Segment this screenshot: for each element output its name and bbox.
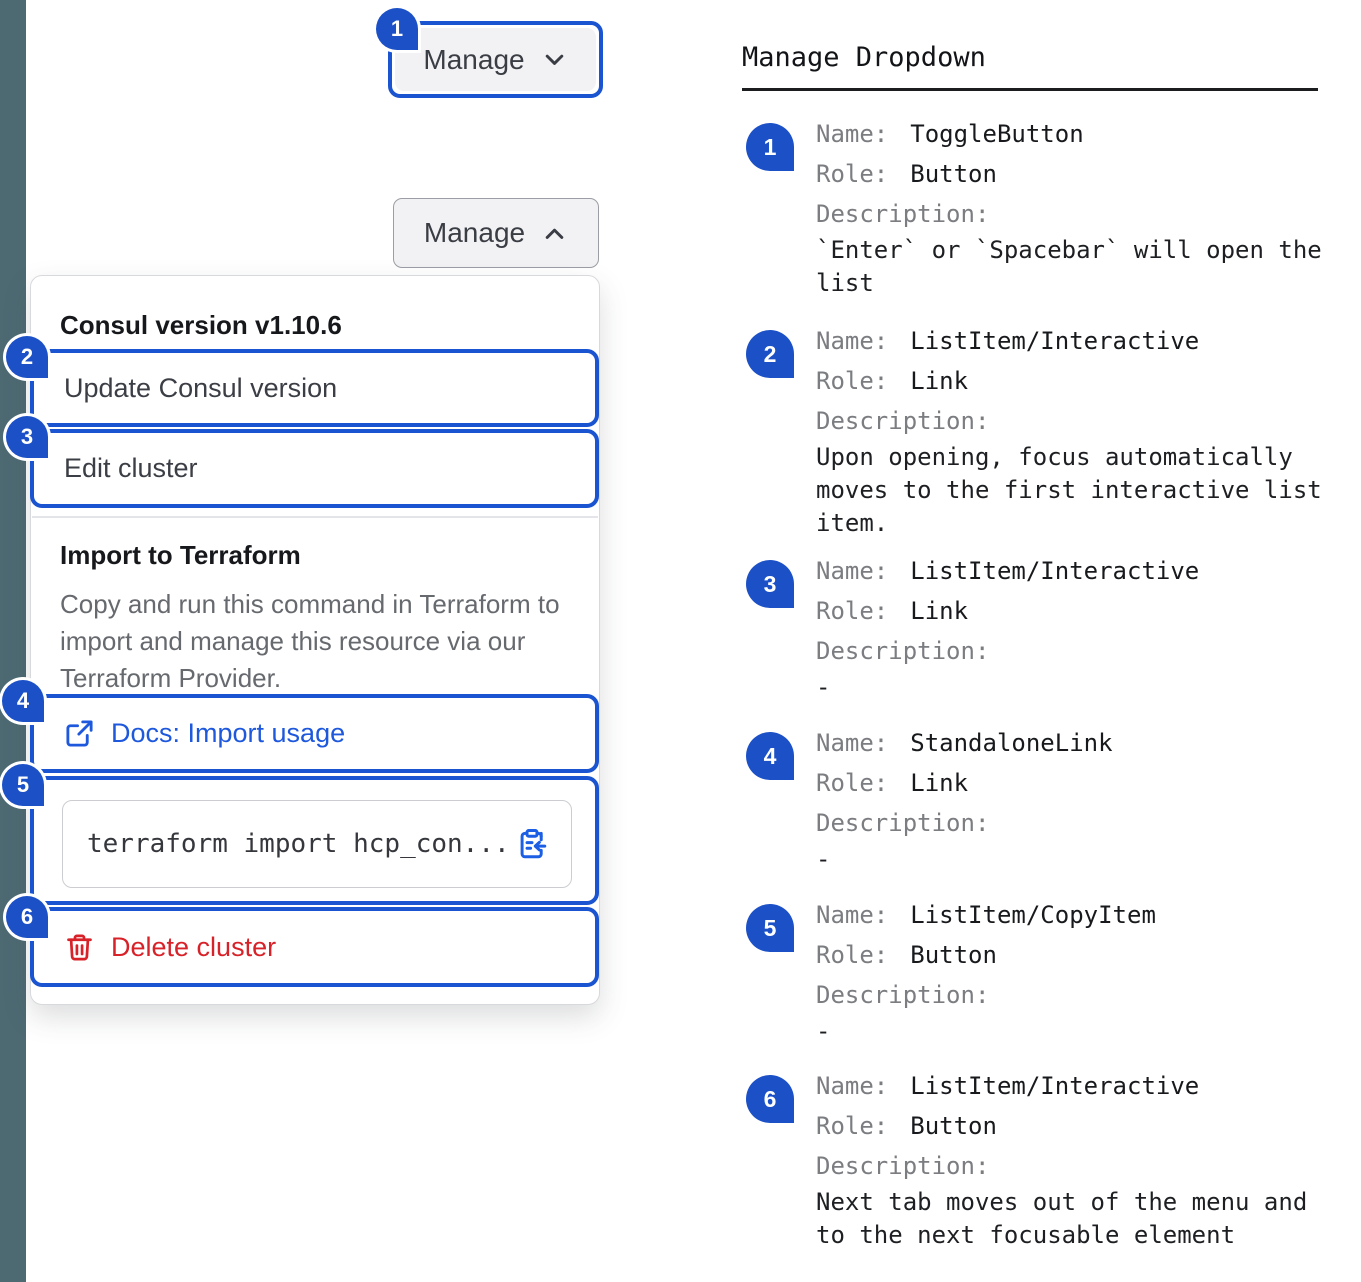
legend-entry: Name: ListItem/Interactive Role: Link Desc… [816,321,1338,540]
menu-item-docs-import-usage[interactable]: Docs: Import usage [34,718,345,749]
role-label: Role: [816,769,889,797]
name-value: StandaloneLink [910,729,1113,757]
role-label: Role: [816,597,889,625]
name-value: ToggleButton [910,120,1084,148]
legend-entry: Name: ToggleButton Role: Button Descriptio… [816,114,1338,300]
callout-badge-3: 3 [6,416,48,458]
callout-badge-1: 1 [376,8,418,50]
callout-badge-2: 2 [6,336,48,378]
role-value: Button [910,1112,997,1140]
callout-badge-4: 4 [2,680,44,722]
name-label: Name: [816,120,889,148]
name-value: ListItem/CopyItem [910,901,1156,929]
legend-badge-2: 2 [746,330,794,378]
menu-divider [32,516,598,518]
manage-toggle-button-expanded[interactable]: Manage [393,198,599,268]
import-section-description: Copy and run this command in Terraform t… [60,589,560,693]
legend-entry: Name: ListItem/Interactive Role: Link Desc… [816,551,1338,704]
legend-badge-6: 6 [746,1075,794,1123]
callout-badge-6: 6 [6,896,48,938]
name-value: ListItem/Interactive [910,327,1200,355]
role-value: Link [910,367,969,395]
clipboard-copy-icon[interactable] [515,827,549,861]
description-value: - [816,673,831,701]
annotation-outline-5: terraform import hcp_con... [30,776,599,905]
legend-entry: Name: ListItem/CopyItem Role: Button Descr… [816,895,1338,1048]
legend-entry: Name: StandaloneLink Role: Link Descriptio… [816,723,1338,876]
legend-badge-5: 5 [746,904,794,952]
chevron-down-icon [541,46,568,73]
terraform-command-text: terraform import hcp_con... [87,829,510,859]
description-value: `Enter` or `Spacebar` will open the list [816,236,1322,297]
description-label: Description: [816,637,990,665]
description-label: Description: [816,1152,990,1180]
role-value: Button [910,941,997,969]
manage-toggle-button[interactable]: Manage [395,28,596,91]
manage-toggle-label: Manage [423,217,526,248]
role-label: Role: [816,160,889,188]
role-label: Role: [816,1112,889,1140]
legend-title: Manage Dropdown [742,42,986,73]
consul-version-header: Consul version v1.10.6 [60,310,342,340]
legend-title-rule [742,88,1318,91]
name-label: Name: [816,1072,889,1100]
legend-entry: Name: ListItem/Interactive Role: Button De… [816,1066,1338,1252]
name-value: ListItem/Interactive [910,557,1200,585]
legend-badge-1: 1 [746,123,794,171]
description-value: Next tab moves out of the menu and to th… [816,1188,1308,1249]
left-edge-strip [0,0,26,1282]
role-value: Link [910,597,969,625]
legend-badge-4: 4 [746,732,794,780]
description-value: - [816,845,831,873]
description-value: Upon opening, focus automatically moves … [816,443,1322,537]
role-value: Button [910,160,997,188]
role-value: Link [910,769,969,797]
name-label: Name: [816,327,889,355]
terraform-copy-snippet[interactable]: terraform import hcp_con... [62,800,572,888]
description-label: Description: [816,407,990,435]
callout-badge-5: 5 [2,764,44,806]
docs-link-label: Docs: Import usage [111,718,346,748]
annotation-outline-2: Update Consul version [30,349,599,427]
menu-item-delete-cluster[interactable]: Delete cluster [34,932,276,963]
description-label: Description: [816,200,990,228]
delete-cluster-label: Delete cluster [111,931,277,962]
import-section-title: Import to Terraform [60,540,301,570]
trash-icon [64,932,95,963]
description-label: Description: [816,809,990,837]
role-label: Role: [816,367,889,395]
name-label: Name: [816,901,889,929]
menu-item-edit-cluster[interactable]: Edit cluster [64,453,198,483]
manage-toggle-label: Manage [423,43,525,75]
annotation-outline-3: Edit cluster [30,429,599,508]
legend-badge-3: 3 [746,560,794,608]
external-link-icon [64,718,95,749]
name-label: Name: [816,729,889,757]
name-value: ListItem/Interactive [910,1072,1200,1100]
menu-item-update-consul-version[interactable]: Update Consul version [64,372,338,403]
chevron-up-icon [541,220,568,247]
description-value: - [816,1017,831,1045]
annotation-outline-4: Docs: Import usage [30,694,599,773]
annotation-outline-6: Delete cluster [30,907,599,987]
annotation-outline-1: Manage [388,21,603,98]
role-label: Role: [816,941,889,969]
name-label: Name: [816,557,889,585]
description-label: Description: [816,981,990,1009]
